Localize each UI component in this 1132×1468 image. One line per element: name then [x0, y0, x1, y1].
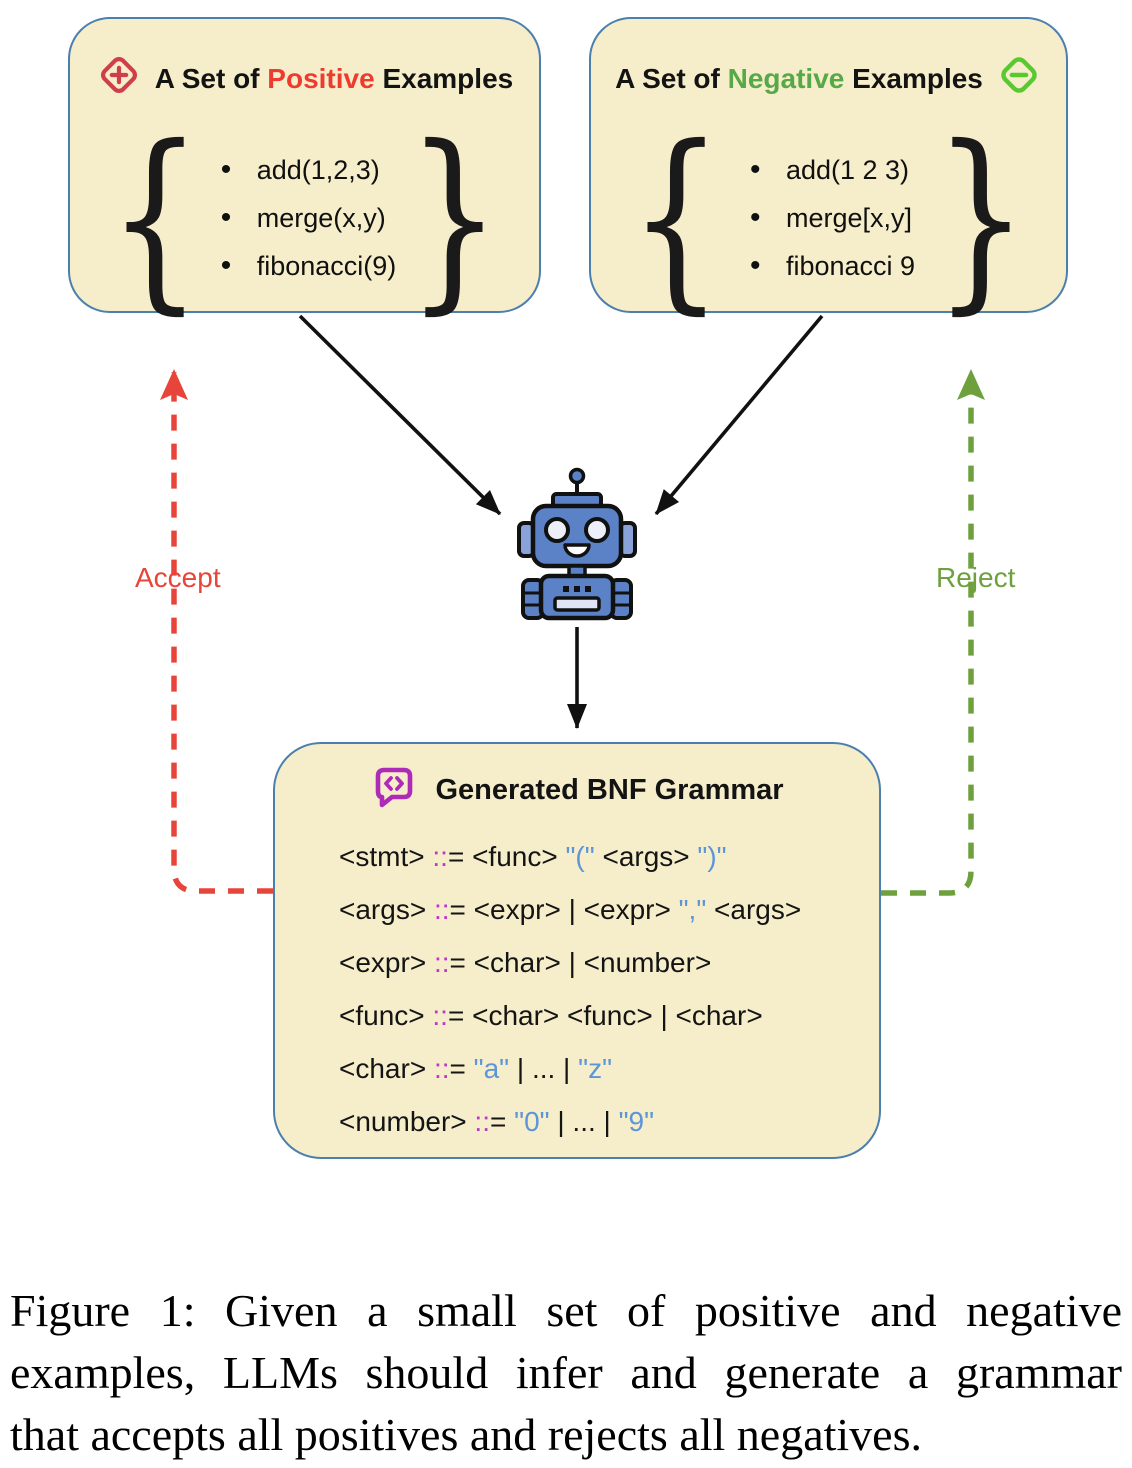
positive-examples-box: A Set of Positive Examples { add(1,2,3)m…: [68, 17, 541, 316]
text-segment: <args>: [706, 894, 802, 925]
text-segment: "a": [473, 1053, 510, 1084]
text-segment: "(": [565, 841, 595, 872]
caption-line: Figure 1: Given a small set of positive …: [10, 1285, 1122, 1336]
text-segment: Negative: [727, 62, 845, 94]
text-segment: <char>: [339, 1053, 434, 1084]
reject-label: Reject: [936, 562, 1016, 593]
text-segment: "z": [578, 1053, 613, 1084]
text-segment: | ... |: [549, 1106, 619, 1137]
text-segment: Examples: [844, 62, 983, 94]
text-segment: ::: [432, 1000, 448, 1031]
minus-diamond-icon: [996, 52, 1042, 105]
left-brace: {: [108, 104, 203, 332]
text-segment: ::: [433, 894, 450, 925]
text-segment: Examples: [374, 62, 514, 94]
text-segment: A Set of: [615, 62, 728, 94]
positive-box-title-text: A Set of Positive Examples: [155, 63, 513, 95]
caption-line: that accepts all positives and rejects a…: [10, 1409, 923, 1460]
example-item: merge[x,y]: [742, 194, 915, 242]
text-segment: <args>: [594, 841, 698, 872]
grammar-rule: <args> ::= <expr> | <expr> "," <args>: [339, 883, 879, 936]
grammar-box-title: Generated BNF Grammar: [275, 762, 879, 818]
example-item: merge(x,y): [213, 194, 397, 242]
plus-diamond-icon: [96, 52, 142, 105]
text-segment: ::: [432, 841, 448, 872]
text-segment: ::: [433, 947, 450, 978]
grammar-box-title-text: Generated BNF Grammar: [435, 773, 784, 806]
text-segment: =: [489, 1106, 515, 1137]
text-segment: = <func>: [447, 841, 566, 872]
grammar-rule: <char> ::= "a" | ... | "z": [339, 1042, 879, 1095]
example-item: add(1 2 3): [742, 146, 915, 194]
right-brace: }: [406, 104, 501, 332]
example-item: fibonacci(9): [213, 242, 397, 290]
text-segment: Positive: [267, 62, 375, 94]
negative-example-list: add(1 2 3)merge[x,y]fibonacci 9: [742, 146, 915, 290]
text-segment: ::: [474, 1106, 490, 1137]
text-segment: = <char> <func> | <char>: [447, 1000, 763, 1031]
accept-label: Accept: [135, 562, 221, 593]
text-segment: "0": [514, 1106, 550, 1137]
text-segment: =: [449, 1053, 474, 1084]
text-segment: = <char> | <number>: [449, 947, 712, 978]
generated-grammar-box: Generated BNF Grammar <stmt> ::= <func> …: [273, 742, 881, 1159]
positive-box-title: A Set of Positive Examples: [70, 52, 539, 105]
grammar-rule: <expr> ::= <char> | <number>: [339, 936, 879, 989]
right-brace: }: [933, 104, 1028, 332]
example-item: fibonacci 9: [742, 242, 915, 290]
negative-box-title-text: A Set of Negative Examples: [615, 63, 983, 95]
grammar-rules: <stmt> ::= <func> "(" <args> ")"<args> :…: [339, 830, 879, 1148]
text-segment: ",": [678, 894, 707, 925]
robot-llm-icon: [511, 466, 643, 627]
reject-feedback-arrow: [881, 369, 985, 896]
negative-box-title: A Set of Negative Examples: [591, 52, 1066, 105]
text-segment: <stmt>: [339, 841, 433, 872]
negative-to-robot-arrow: [654, 314, 824, 516]
negative-examples-box: A Set of Negative Examples { add(1 2 3)m…: [589, 17, 1068, 316]
grammar-rule: <stmt> ::= <func> "(" <args> ")": [339, 830, 879, 883]
text-segment: <func>: [339, 1000, 433, 1031]
text-segment: "9": [618, 1106, 655, 1137]
example-item: add(1,2,3): [213, 146, 397, 194]
positive-set: { add(1,2,3)merge(x,y)fibonacci(9) }: [70, 119, 539, 317]
text-segment: | ... |: [509, 1053, 579, 1084]
text-segment: = <expr> | <expr>: [449, 894, 679, 925]
code-chat-bubble-icon: [370, 762, 418, 818]
left-brace: {: [629, 104, 724, 332]
positive-to-robot-arrow: [298, 314, 502, 516]
text-segment: <expr>: [339, 947, 434, 978]
text-segment: <number>: [339, 1106, 475, 1137]
text-segment: <args>: [339, 894, 434, 925]
text-segment: ")": [697, 841, 727, 872]
text-segment: A Set of: [154, 62, 268, 94]
accept-feedback-arrow: [160, 369, 273, 894]
negative-set: { add(1 2 3)merge[x,y]fibonacci 9 }: [591, 119, 1066, 317]
positive-example-list: add(1,2,3)merge(x,y)fibonacci(9): [213, 146, 397, 290]
caption-line: examples, LLMs should infer and generate…: [10, 1347, 1122, 1398]
grammar-rule: <func> ::= <char> <func> | <char>: [339, 989, 879, 1042]
grammar-rule: <number> ::= "0" | ... | "9": [339, 1095, 879, 1148]
figure-caption: Figure 1: Given a small set of positive …: [10, 1280, 1122, 1466]
text-segment: ::: [433, 1053, 450, 1084]
